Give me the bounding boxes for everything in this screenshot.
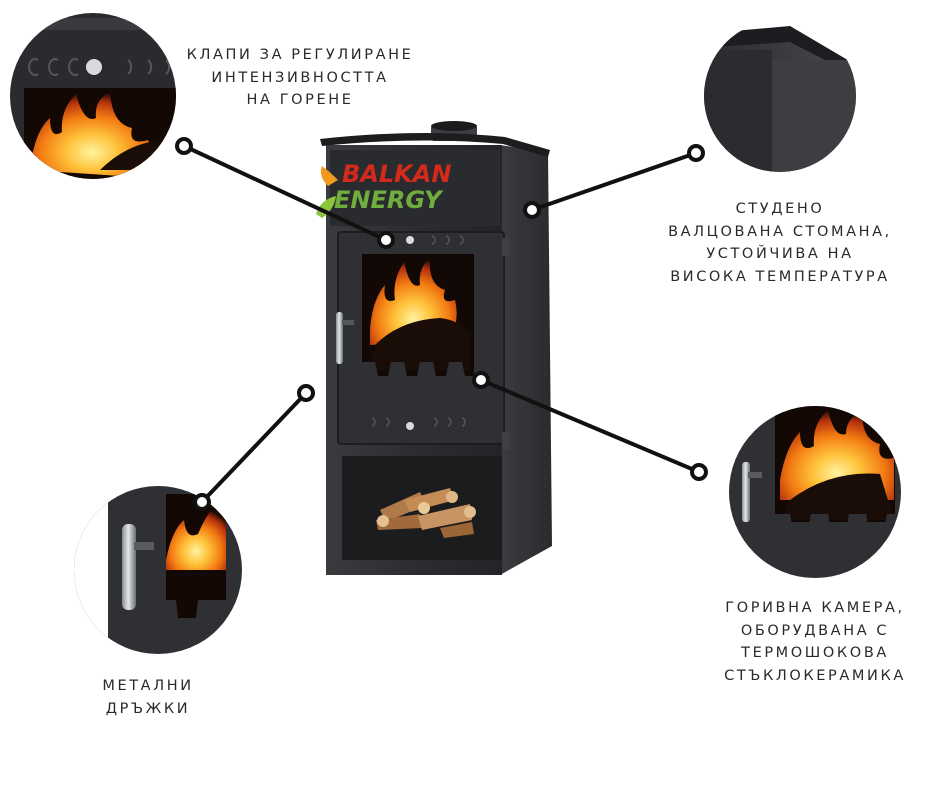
callout-line: СТУДЕНО xyxy=(735,201,825,217)
callout-line: СТЪКЛОКЕРАМИКА xyxy=(724,667,906,684)
stove-top-lid xyxy=(320,132,550,157)
door-handle-mount xyxy=(342,320,354,325)
leader-line-steel xyxy=(530,151,698,212)
callout-line: НА ГОРЕНЕ xyxy=(246,92,354,108)
callout-label-chamber: ГОРИВНА КАМЕРА, ОБОРУДВАНА С ТЕРМОШОКОВА… xyxy=(695,597,935,687)
firewood xyxy=(376,488,476,538)
stove: BALKAN ENERGY xyxy=(316,121,552,575)
leader-dot-air-dampers-end xyxy=(377,231,395,249)
logo-plate xyxy=(330,150,500,226)
callout-line: УСТОЙЧИВА НА xyxy=(706,246,854,262)
leader-dot-steel-end xyxy=(523,201,541,219)
grate xyxy=(362,362,474,382)
callout-line: ОБОРУДВАНА С xyxy=(740,622,890,639)
callout-label-air-dampers: КЛАПИ ЗА РЕГУЛИРАНЕ ИНТЕНЗИВНОСТТА НА ГО… xyxy=(170,44,430,112)
leader-dot-air-dampers-start xyxy=(175,137,193,155)
callout-line: МЕТАЛНИ xyxy=(102,678,194,694)
detail-circle-handles xyxy=(74,486,242,654)
leader-dot-steel-start xyxy=(687,144,705,162)
leader-dot-handles-start xyxy=(297,384,315,402)
leader-line-chamber xyxy=(479,378,701,474)
callout-line: ГОРИВНА КАМЕРА, xyxy=(725,600,905,616)
callout-line: ИНТЕНЗИВНОСТТА xyxy=(211,69,389,86)
logo-flame-icon xyxy=(316,166,338,218)
leader-dot-chamber-start xyxy=(472,371,490,389)
detail-circle-chamber xyxy=(729,406,901,578)
callout-label-handles: МЕТАЛНИ ДРЪЖКИ xyxy=(68,675,228,720)
leader-line-handles xyxy=(200,391,308,504)
logo-text-balkan: BALKAN xyxy=(342,160,451,188)
callout-line: ДРЪЖКИ xyxy=(105,700,191,717)
logo-text-energy: ENERGY xyxy=(334,186,444,214)
callout-line: ВИСОКА ТЕМПЕРАТУРА xyxy=(670,268,890,285)
leader-dot-handles-end xyxy=(193,493,211,511)
upper-dampers xyxy=(406,235,464,245)
leader-line-air-dampers xyxy=(182,144,388,242)
detail-circle-steel xyxy=(704,20,856,172)
stove-side-panel xyxy=(500,145,552,575)
callout-line: ВАЛЦОВАНА СТОМАНА, xyxy=(668,223,892,240)
lower-dampers xyxy=(371,417,466,430)
callout-line: КЛАПИ ЗА РЕГУЛИРАНЕ xyxy=(186,47,414,63)
leader-dot-chamber-end xyxy=(690,463,708,481)
callout-label-steel: СТУДЕНО ВАЛЦОВАНА СТОМАНА, УСТОЙЧИВА НА … xyxy=(650,198,910,288)
flue-top xyxy=(431,121,477,131)
callout-line: ТЕРМОШОКОВА xyxy=(741,645,889,661)
door-handle xyxy=(336,312,343,364)
hinge-top xyxy=(502,238,510,256)
fire-logs xyxy=(368,318,470,370)
hinge-bottom xyxy=(502,432,510,450)
